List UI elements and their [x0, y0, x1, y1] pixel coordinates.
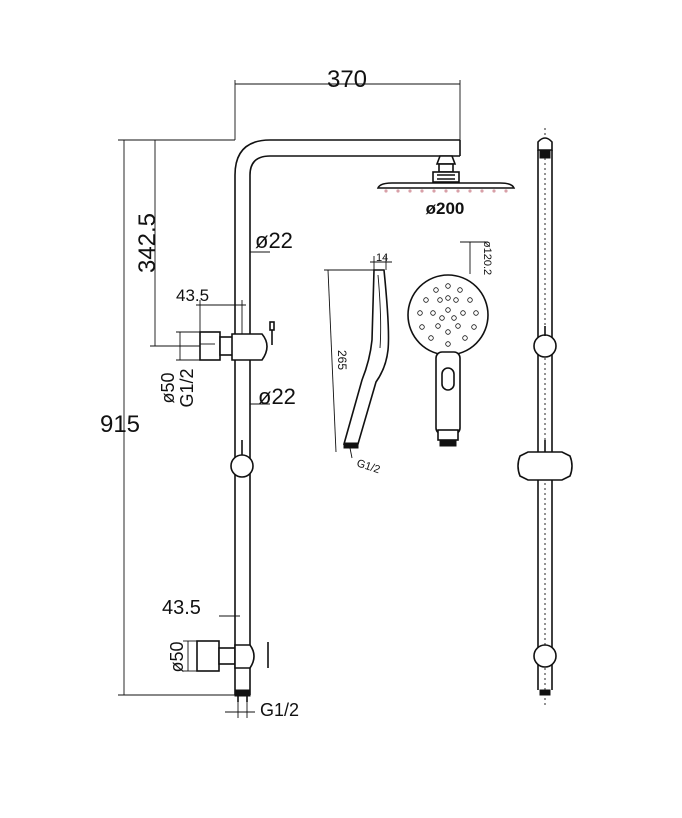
head-diameter-label: ø200	[426, 199, 465, 218]
handheld-thread-label: G1/2	[355, 457, 381, 476]
bottom-thread	[234, 689, 251, 697]
handheld-face-label: ø120.2	[481, 241, 493, 275]
handheld-front-view: ø120.2	[407, 241, 493, 447]
dim-lower-offset: 43.5	[162, 597, 240, 645]
handheld-thickness-label: 14	[376, 252, 388, 264]
bottom-thread-label: G1/2	[260, 700, 299, 720]
dim-lower-flange: ø50	[167, 640, 197, 673]
upper-diverter	[199, 321, 275, 361]
upper-thread-label: G1/2	[177, 368, 197, 407]
overhead-shower-head: ø200	[376, 155, 516, 218]
pipe-diameter-upper: ø22	[255, 228, 293, 253]
dim-370: 370	[234, 66, 461, 140]
upper-offset-label: 43.5	[176, 286, 209, 305]
handheld-length-label: 265	[335, 350, 349, 370]
front-view-riser	[234, 139, 461, 702]
dim-pipe-upper: ø22	[234, 228, 293, 258]
handheld-side-view: 14 265 G1/2	[324, 252, 392, 476]
dim-915: 915	[100, 139, 235, 696]
dim-370-label: 370	[327, 66, 367, 93]
dim-342-label: 342.5	[134, 213, 161, 273]
lower-bracket	[196, 640, 269, 672]
upper-flange-label: ø50	[158, 372, 178, 403]
dim-bottom-thread: G1/2	[225, 700, 299, 720]
lower-flange-label: ø50	[167, 641, 187, 672]
dim-pipe-lower: ø22	[234, 384, 296, 410]
side-view-rail	[517, 128, 573, 708]
dim-upper-flange: ø50 G1/2	[158, 331, 215, 408]
lower-offset-label: 43.5	[162, 597, 201, 619]
dim-342: 342.5	[134, 140, 200, 347]
pipe-diameter-lower: ø22	[258, 384, 296, 409]
dim-915-label: 915	[100, 411, 140, 438]
dim-upper-offset: 43.5	[176, 286, 246, 334]
slider-knob	[230, 440, 254, 478]
